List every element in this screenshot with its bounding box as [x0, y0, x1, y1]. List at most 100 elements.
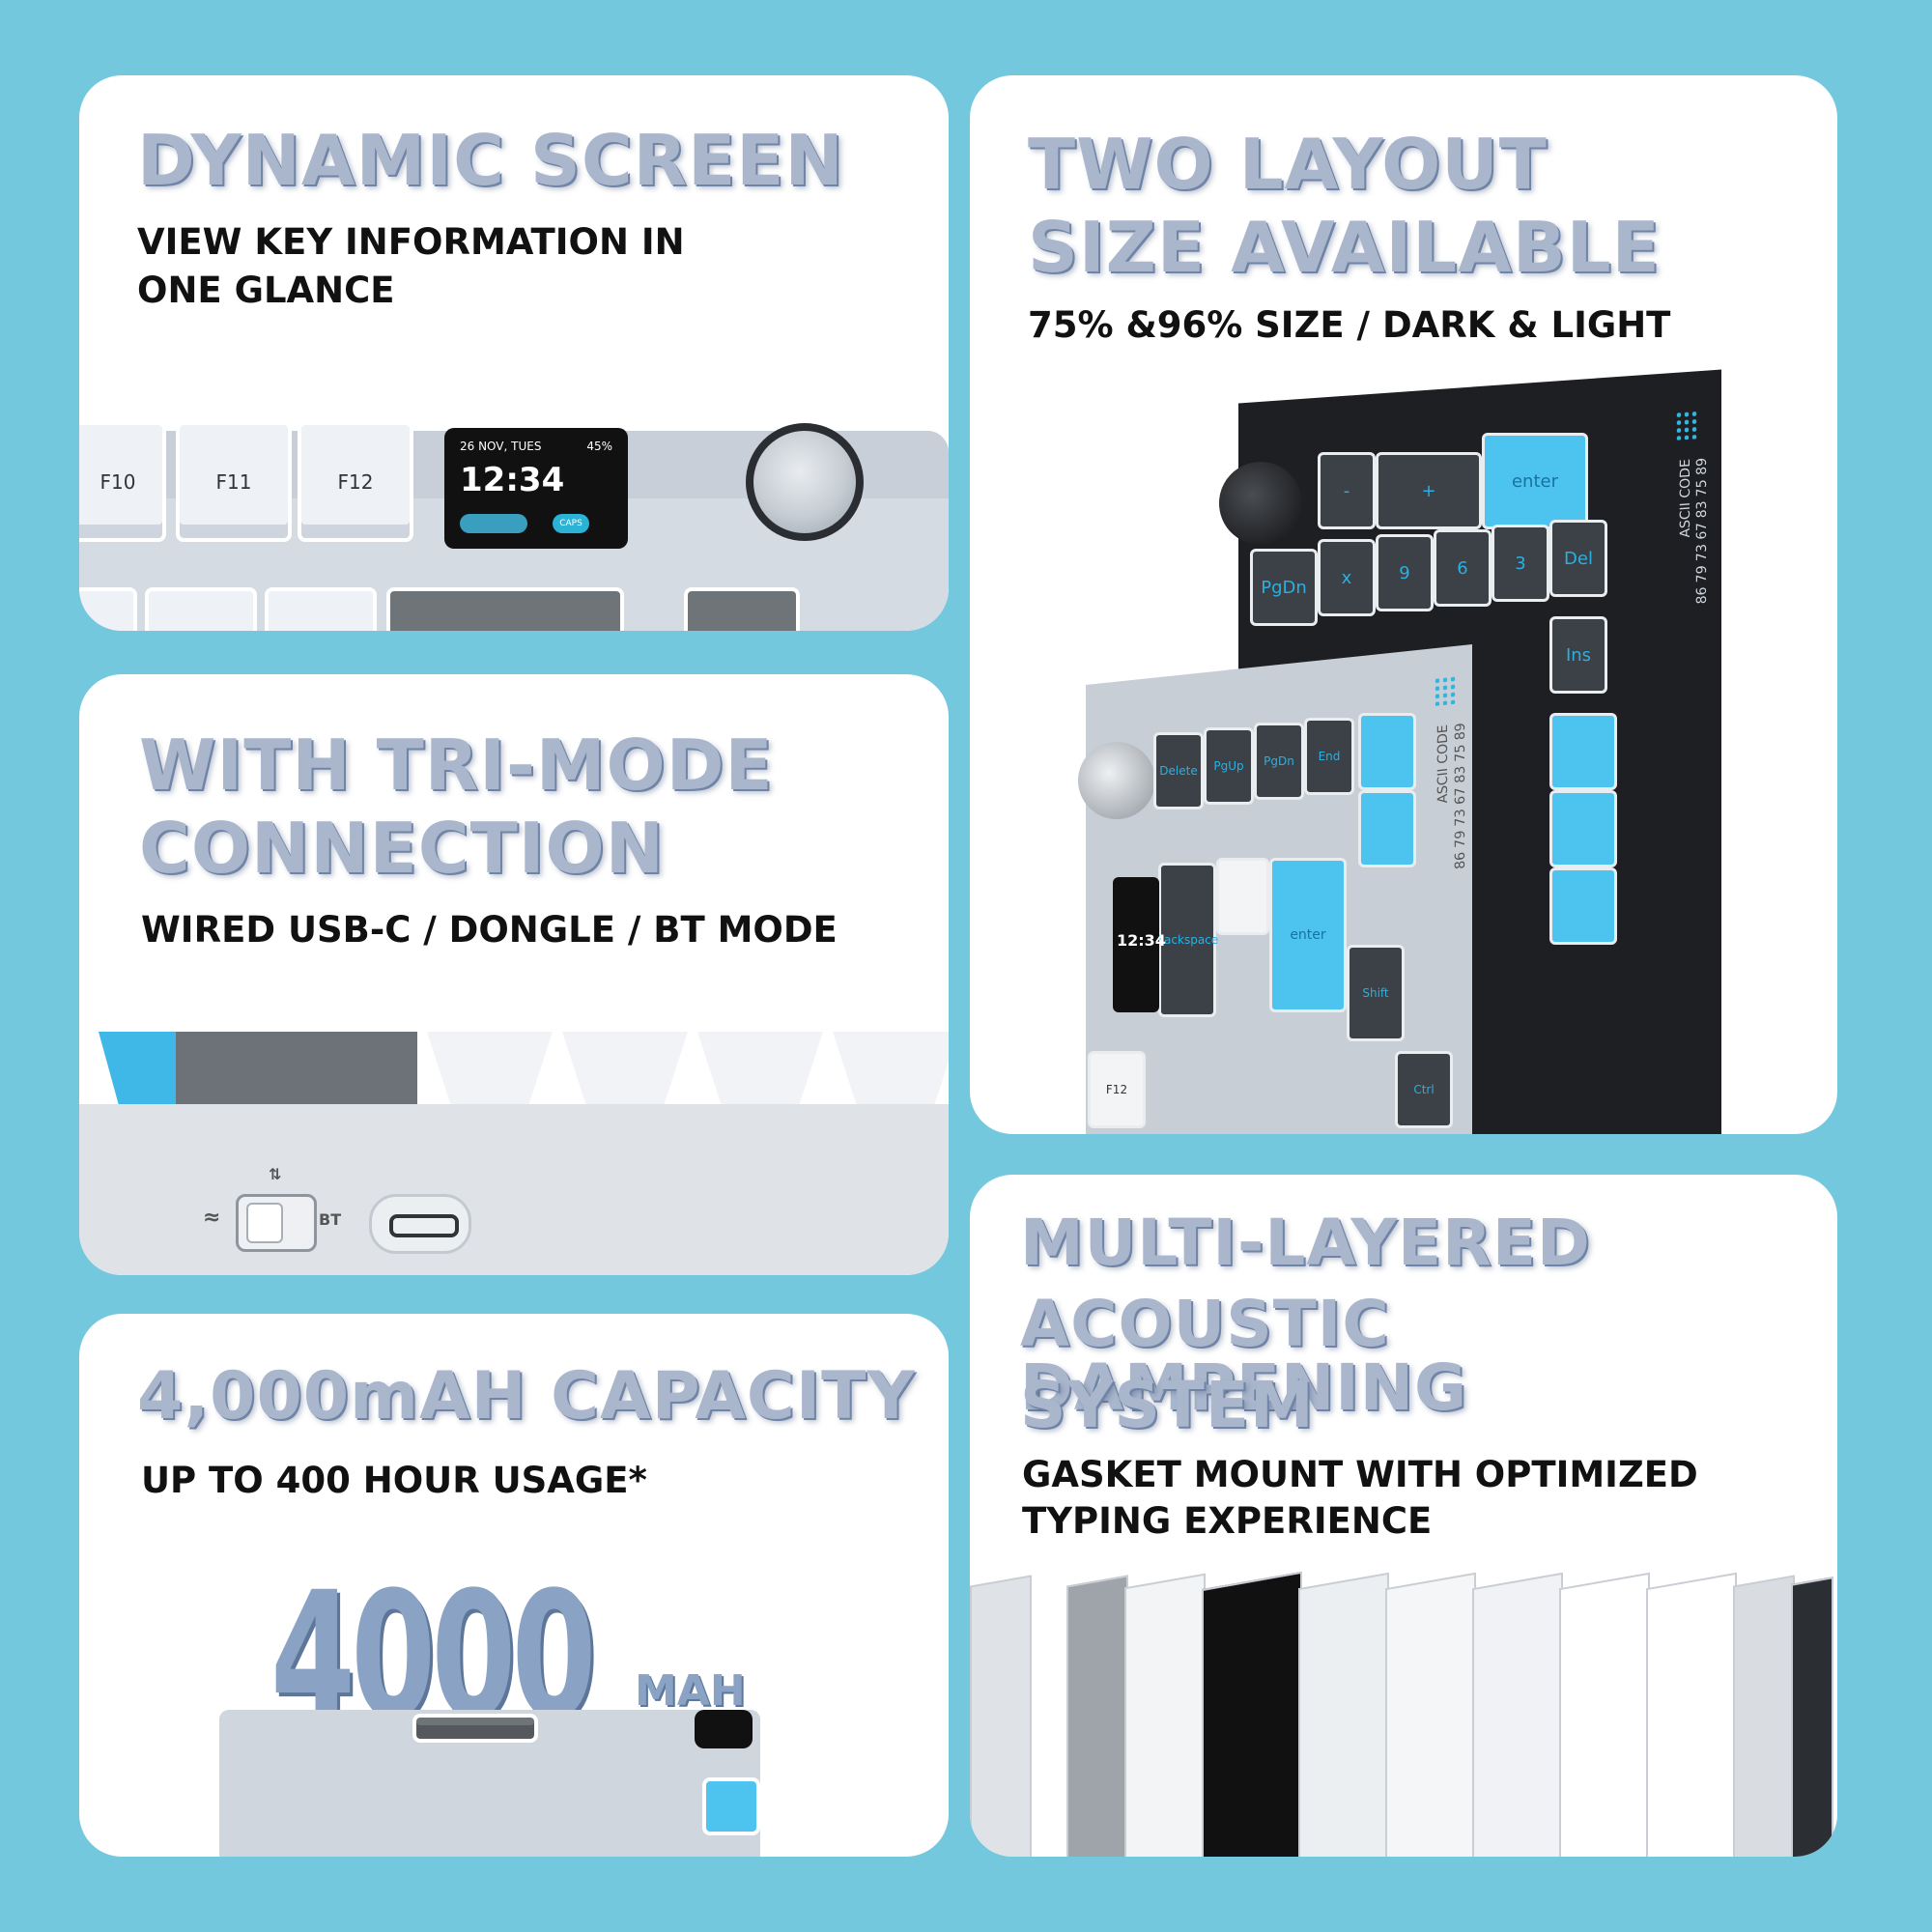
layer-switches	[1733, 1575, 1795, 1857]
layer-plate-grid-1	[1559, 1572, 1650, 1857]
knob-dark	[1219, 462, 1302, 545]
lcd-time-light: 12:34	[1117, 931, 1166, 950]
card-subtitle-line1: GASKET MOUNT WITH OPTIMIZED	[1022, 1454, 1698, 1495]
keycap-dark	[176, 1032, 417, 1109]
card-subtitle: 75% &96% SIZE / DARK & LIGHT	[1028, 304, 1671, 346]
key-light-arrow-1	[1358, 713, 1416, 790]
card-title-line3: SYSTEM	[1020, 1368, 1315, 1442]
keyboard-side-body	[79, 1104, 949, 1275]
lcd-screen-light: 12:34	[1113, 877, 1166, 1012]
layer-pcb-1	[1298, 1572, 1389, 1857]
battery-capacity-unit: MAH	[635, 1666, 746, 1716]
key-dark-ins: Ins	[1549, 616, 1607, 694]
keycap-dark	[412, 1714, 538, 1743]
ascii-code-label: ASCII CODE	[1435, 724, 1451, 805]
lcd-screen-small	[695, 1710, 753, 1748]
key-dark-plus: +	[1376, 452, 1482, 529]
knob-light	[1078, 742, 1155, 819]
brand-dot-logo	[1675, 410, 1698, 440]
keycap-white-3	[697, 1032, 823, 1109]
card-title-line2: CONNECTION	[139, 808, 665, 889]
key-dark-9: 9	[1376, 534, 1434, 611]
keyboard-75-image	[219, 1710, 760, 1857]
key-dark-6: 6	[1434, 529, 1492, 607]
card-title: 4,000mAH CAPACITY	[137, 1358, 916, 1435]
key-dark-arrow-1	[1549, 713, 1617, 790]
card-subtitle-line2: ONE GLANCE	[137, 270, 395, 311]
card-title-line2: SIZE AVAILABLE	[1028, 207, 1661, 288]
key-dark-arrow-3	[1549, 867, 1617, 945]
key-dark-del: Del	[1549, 520, 1607, 597]
key-dark-3: 3	[1492, 525, 1549, 602]
key-f12: F12	[298, 421, 413, 542]
key-f10: F10	[79, 421, 166, 542]
key-backspace	[386, 587, 624, 631]
ascii-code-digits: 86 79 73 67 83 75 89	[1453, 722, 1468, 870]
card-battery: 4,000mAH CAPACITY UP TO 400 HOUR USAGE* …	[79, 1314, 949, 1857]
layer-pcb-2	[1385, 1572, 1476, 1857]
ascii-code-digits: 86 79 73 67 83 75 89	[1694, 457, 1710, 605]
mode-icon: ⇅	[269, 1165, 282, 1183]
lcd-screen: 26 NOV, TUES 45% 12:34 CAPS	[444, 428, 628, 549]
keycap-white-1	[427, 1032, 553, 1109]
key-dark-pgdn: PgDn	[1250, 549, 1318, 626]
usb-c-port	[369, 1194, 471, 1254]
key-delete	[684, 587, 800, 631]
layer-ixpe	[1472, 1572, 1563, 1857]
key-light-end: End	[1304, 718, 1354, 795]
card-title: DYNAMIC SCREEN	[137, 120, 844, 201]
key-light-f12: F12	[1088, 1051, 1146, 1128]
layer-black-plate	[1202, 1571, 1302, 1857]
keycap-white-4	[833, 1032, 949, 1109]
card-title-line1: TWO LAYOUT	[1028, 124, 1548, 205]
keycap-blue	[702, 1777, 760, 1835]
card-tri-mode: WITH TRI-MODE CONNECTION WIRED USB-C / D…	[79, 674, 949, 1275]
key-f11: F11	[176, 421, 292, 542]
ascii-code-label: ASCII CODE	[1678, 458, 1693, 539]
card-title-line1: MULTI-LAYERED	[1020, 1206, 1591, 1280]
key-minus	[145, 587, 257, 631]
key-light-enter: enter	[1269, 858, 1347, 1012]
key-plus	[265, 587, 377, 631]
usb-c-slot	[389, 1214, 459, 1237]
key-light-pgdn: PgDn	[1254, 723, 1304, 800]
key-dark-x: x	[1318, 539, 1376, 616]
key-dark-arrow-2	[1549, 790, 1617, 867]
mode-switch	[236, 1194, 317, 1252]
key-light-backspace: Backspace	[1156, 863, 1218, 1017]
key-row2-1	[79, 587, 137, 631]
mode-switch-thumb	[246, 1203, 283, 1243]
card-subtitle-line2: TYPING EXPERIENCE	[1022, 1500, 1433, 1542]
key-light-ctrl: Ctrl	[1395, 1051, 1453, 1128]
bt-label: BT	[319, 1210, 342, 1229]
layer-foam-white	[1124, 1573, 1206, 1857]
card-acoustic: MULTI-LAYERED ACOUSTIC DAMPENING SYSTEM …	[970, 1175, 1837, 1857]
key-light-shift: Shift	[1347, 945, 1405, 1041]
card-subtitle: WIRED USB-C / DONGLE / BT MODE	[141, 909, 838, 951]
keyboard-side-keys	[79, 1032, 949, 1109]
key-dark-enter: enter	[1482, 433, 1588, 529]
brand-dot-logo	[1434, 674, 1457, 707]
key-light-pgup: PgUp	[1204, 727, 1254, 805]
layer-case-bottom	[1791, 1577, 1833, 1857]
volume-knob	[746, 423, 864, 541]
card-title-line1: WITH TRI-MODE	[139, 724, 774, 806]
card-title-line2: ACOUSTIC DAMPENING	[1020, 1287, 1468, 1425]
lcd-date: 26 NOV, TUES	[460, 440, 542, 453]
key-light-arrow-2	[1358, 790, 1416, 867]
card-subtitle-line1: VIEW KEY INFORMATION IN	[137, 221, 685, 263]
keycap-white-2	[562, 1032, 688, 1109]
layer-foam-grey	[1066, 1575, 1128, 1857]
lcd-time: 12:34	[460, 461, 565, 499]
card-two-layout: TWO LAYOUT SIZE AVAILABLE 75% &96% SIZE …	[970, 75, 1837, 1134]
layer-case-top	[970, 1575, 1032, 1857]
key-light-delete: Delete	[1153, 732, 1204, 810]
key-dark-minus: -	[1318, 452, 1376, 529]
key-light-white-1	[1216, 858, 1269, 935]
lcd-mode-icons	[460, 514, 527, 533]
wifi-icon: ≈	[203, 1206, 221, 1230]
lcd-battery: 45%	[586, 440, 612, 453]
lcd-caps-badge: CAPS	[553, 514, 589, 533]
layer-plate-grid-2	[1646, 1572, 1737, 1857]
card-subtitle: UP TO 400 HOUR USAGE*	[141, 1460, 647, 1501]
